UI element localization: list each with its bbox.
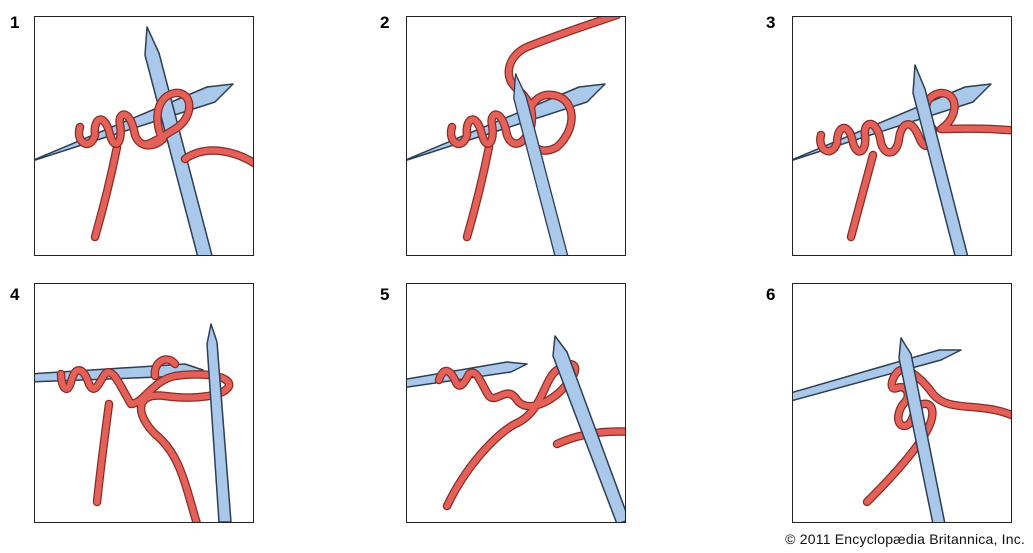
step-1-illustration <box>34 16 254 256</box>
right-needle <box>552 335 625 522</box>
right-needle <box>912 64 969 255</box>
right-needle <box>206 323 232 522</box>
step-number-3: 3 <box>766 13 776 32</box>
yarn-stitches <box>56 355 234 522</box>
step-4-illustration <box>34 283 254 523</box>
copyright-credit: © 2011 Encyclopædia Britannica, Inc. <box>785 531 1025 547</box>
step-3-illustration <box>792 16 1012 256</box>
step-6-illustration <box>792 283 1012 523</box>
step-number-4: 4 <box>10 285 20 304</box>
left-needle <box>793 349 962 402</box>
yarn-stitches <box>74 88 253 242</box>
step-2-illustration <box>406 16 626 256</box>
yarn-stitches <box>862 365 1011 507</box>
step-5-illustration <box>406 283 626 523</box>
right-needle <box>513 73 569 255</box>
step-number-6: 6 <box>766 285 776 304</box>
right-needle <box>144 26 213 255</box>
right-needle <box>898 337 946 522</box>
step-number-1: 1 <box>10 13 20 32</box>
yarn-stitches <box>446 17 621 242</box>
step-number-5: 5 <box>380 285 390 304</box>
yarn-stitches <box>816 88 1011 242</box>
step-number-2: 2 <box>380 13 390 32</box>
